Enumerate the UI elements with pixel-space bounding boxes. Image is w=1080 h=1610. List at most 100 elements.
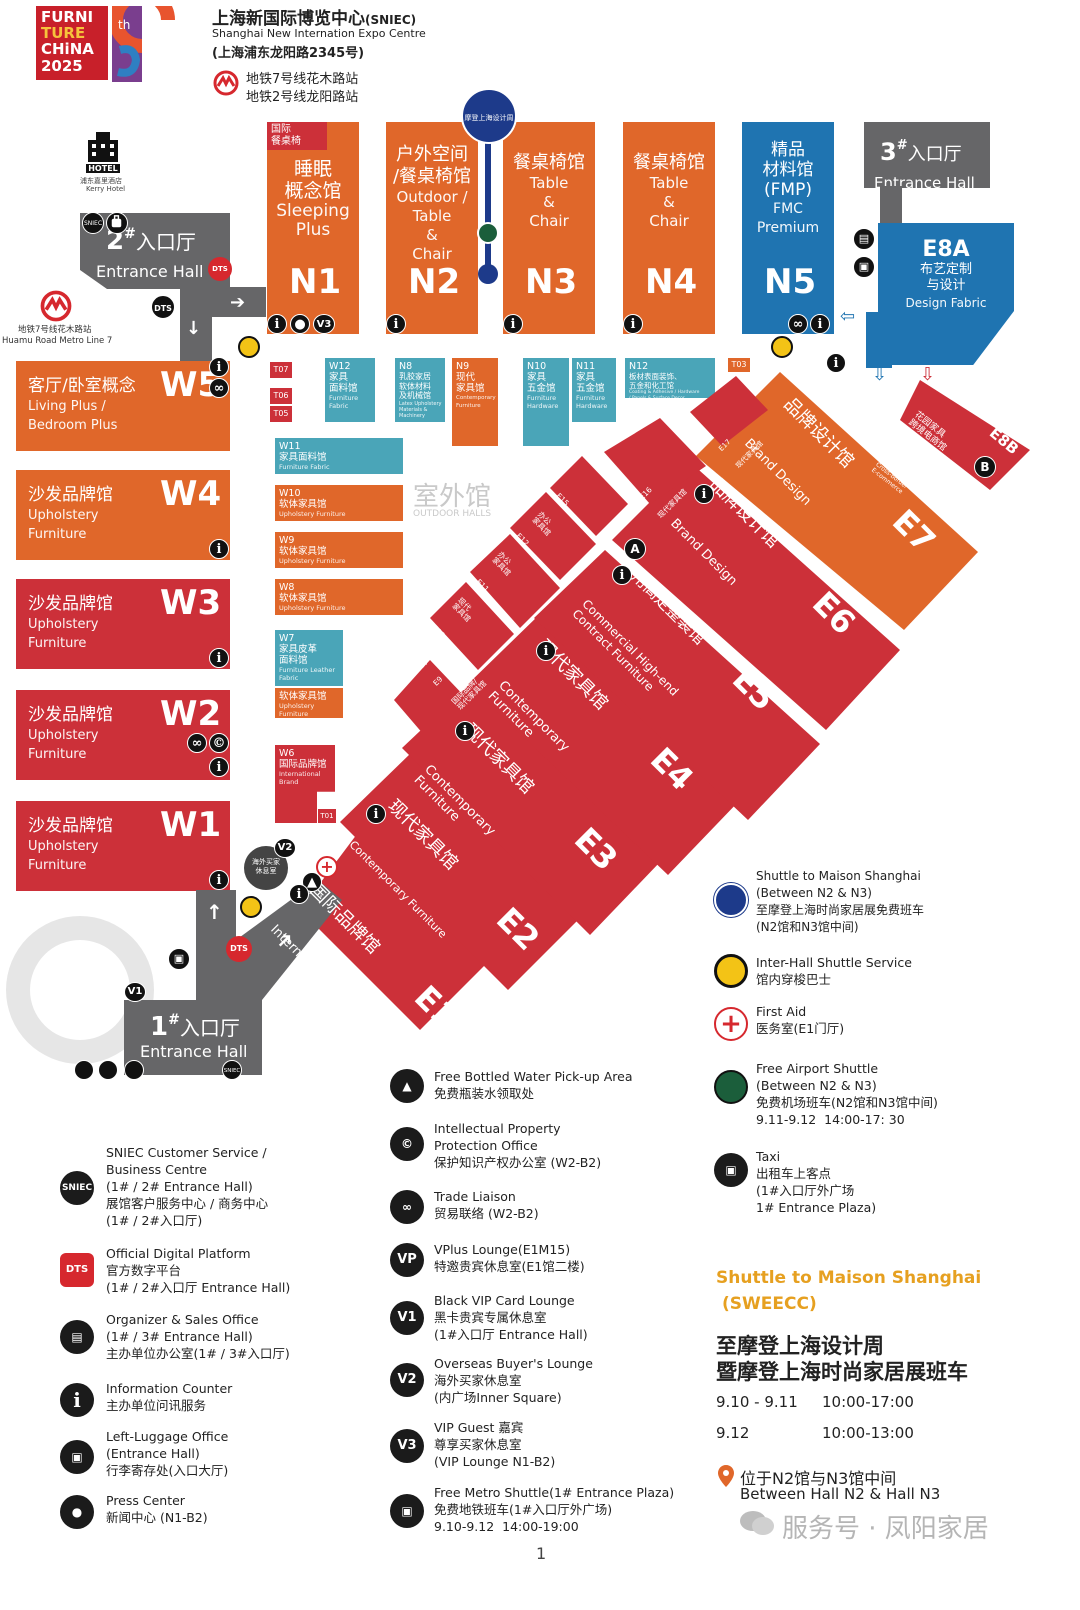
hall-n12[interactable]: N12 板材表面装饰、 五金和化工馆 Coating & Adhesive / … [625, 358, 715, 398]
hall-w2[interactable]: 沙发品牌馆 Upholstery Furniture W2 [16, 690, 230, 780]
hall-e10-shape[interactable] [430, 582, 514, 670]
hall-e8b-shape[interactable] [900, 380, 1030, 490]
hall-e2-shape[interactable] [340, 752, 580, 990]
hall-e4-en: Contemporary Furniture [484, 678, 573, 755]
hall-w7[interactable]: W7 家具皮革 面料馆 Furniture Leather Fabric [275, 630, 343, 686]
e8a-connector [866, 312, 892, 368]
info-icon[interactable]: i [209, 870, 229, 890]
entrance-1-sniec-badge[interactable]: SNIEC [222, 1060, 242, 1080]
info-icon[interactable]: i [386, 314, 406, 334]
hall-w9[interactable]: W9 软体家具馆 Upholstery Furniture [275, 532, 403, 568]
luggage-icon[interactable]: ▣ [853, 256, 875, 278]
entrance-hall-3[interactable] [864, 122, 990, 188]
hall-n1[interactable]: 国际 餐桌椅 睡眠 概念馆 Sleeping Plus N1 [267, 122, 359, 334]
entrance-hall-1-shape[interactable] [124, 1000, 262, 1075]
shuttle-bus-icon[interactable] [240, 896, 262, 918]
hall-e4-shape[interactable] [468, 614, 740, 875]
hall-n11[interactable]: N11 家具 五金馆 Furniture Hardware [572, 358, 616, 422]
legend-v3-icon: V3 [390, 1429, 424, 1463]
hall-n4[interactable]: 餐桌椅馆 Table & Chair N4 [623, 122, 715, 334]
hall-n10[interactable]: N10 家具 五金馆 Furniture Hardware [523, 358, 569, 446]
legend-v1-icon: V1 [390, 1301, 424, 1335]
left-metro-icon [40, 290, 72, 322]
hall-e6-shape[interactable] [612, 462, 900, 730]
hall-w5[interactable]: 客厅/卧室概念 Living Plus / Bedroom Plus W5 [16, 361, 230, 451]
hall-n9-code: N9 [456, 361, 470, 372]
shuttle-bus-icon[interactable] [238, 336, 260, 358]
legend-luggage-text: Left-Luggage Office (Entrance Hall) 行李寄存… [106, 1429, 229, 1478]
hall-w12[interactable]: W12 家具 面料馆 Furniture Fabric [325, 358, 375, 422]
marker-a[interactable]: A [624, 538, 646, 560]
hall-e5-shape[interactable] [534, 550, 820, 820]
info-icon[interactable]: i [209, 357, 229, 377]
v3-marker[interactable]: V3 [313, 314, 335, 334]
shuttle-bus-icon[interactable] [771, 336, 793, 358]
handshake-icon[interactable]: ∞ [209, 378, 229, 398]
organizer-marker-icon[interactable] [124, 1060, 144, 1080]
info-icon[interactable]: i [267, 314, 287, 334]
handshake-icon[interactable]: ∞ [187, 733, 207, 753]
hall-e15-code: E15 [554, 491, 571, 508]
hall-n9[interactable]: N9 现代 家具馆 Contemporary Furniture [452, 358, 498, 446]
metro-shuttle-marker-icon[interactable] [74, 1060, 94, 1080]
hall-e11-shape[interactable] [470, 534, 560, 628]
left-metro-en: Huamu Road Metro Line 7 [2, 336, 113, 346]
entrance-hall-2[interactable] [80, 213, 230, 289]
hall-e9-shape[interactable] [394, 660, 468, 742]
handshake-icon[interactable]: ∞ [788, 314, 808, 334]
info-icon[interactable]: i [289, 884, 309, 904]
taxi-marker-icon[interactable] [98, 1060, 118, 1080]
ip-office-icon[interactable]: © [209, 733, 229, 753]
hall-n8[interactable]: N8 乳胶家居 软体材料 及机械馆 Latex Upholstery Mater… [395, 358, 445, 422]
v1-marker[interactable]: V1 [124, 982, 146, 1002]
info-icon[interactable]: i [694, 484, 714, 504]
hall-w12-code: W12 [329, 361, 351, 372]
v2-marker[interactable]: V2 [274, 838, 296, 858]
legend-dts-text: Official Digital Platform 官方数字平台 (1# / 2… [106, 1246, 291, 1295]
info-icon[interactable]: i [810, 314, 830, 334]
hall-n5[interactable]: 精品 材料馆 (FMP) FMC Premium N5 [742, 122, 834, 334]
hall-n3[interactable]: 餐桌椅馆 Table & Chair N3 [503, 122, 595, 334]
hall-e3-shape[interactable] [402, 680, 660, 935]
info-icon[interactable]: i [455, 721, 475, 741]
hall-e12-shape[interactable] [510, 492, 596, 580]
info-icon[interactable]: i [826, 353, 846, 373]
legend-press-icon: ● [60, 1495, 94, 1529]
hall-w11-code: W11 [279, 441, 301, 452]
legend-organizer-text: Organizer & Sales Office (1# / 3# Entran… [106, 1312, 290, 1361]
info-icon[interactable]: i [209, 539, 229, 559]
legend-v2-icon: V2 [390, 1363, 424, 1397]
hall-w3[interactable]: 沙发品牌馆 Upholstery Furniture W3 [16, 579, 230, 669]
entrance-1-luggage-icon[interactable]: ▣ [168, 948, 190, 970]
info-icon[interactable]: i [612, 565, 632, 585]
hall-w10[interactable]: W10 软体家具馆 Upholstery Furniture [275, 485, 403, 521]
hall-n2[interactable]: 户外空间 /餐桌椅馆 Outdoor / Table & Chair N2 [386, 122, 478, 334]
info-icon[interactable]: i [366, 804, 386, 824]
hall-w11[interactable]: W11 家具面料馆 Furniture Fabric [275, 438, 403, 474]
first-aid-marker-icon[interactable]: + [316, 856, 338, 878]
hall-w6[interactable]: W6 国际品牌馆 International Brand [275, 745, 335, 823]
dts-marker-1[interactable]: DTS [226, 936, 252, 962]
hall-e16-shape[interactable] [604, 418, 706, 504]
hall-w7-upholstery[interactable]: 软体家具馆 Upholstery Furniture [275, 688, 343, 718]
hall-e17-cn: 现代家具馆 [734, 439, 765, 470]
hall-n5-cn: 精品 材料馆 (FMP) [762, 140, 814, 200]
legend-info-text: Information Counter 主办单位问讯服务 [106, 1381, 233, 1413]
hall-e15-shape[interactable] [550, 456, 628, 536]
hall-e17-shape[interactable] [690, 376, 768, 446]
hall-e7-shape[interactable] [696, 372, 978, 630]
hall-w8[interactable]: W8 软体家具馆 Upholstery Furniture [275, 579, 403, 615]
organizer-office-icon[interactable]: ▤ [853, 228, 875, 250]
press-center-icon[interactable]: ● [290, 314, 310, 334]
info-icon[interactable]: i [503, 314, 523, 334]
info-icon[interactable]: i [536, 641, 556, 661]
hall-e1-shape[interactable] [300, 830, 490, 1030]
hall-w4[interactable]: 沙发品牌馆 Upholstery Furniture W4 [16, 470, 230, 560]
metro-logo-icon [213, 70, 239, 96]
hall-w1[interactable]: 沙发品牌馆 Upholstery Furniture W1 [16, 801, 230, 891]
hall-w8-en: Upholstery Furniture [279, 604, 346, 612]
info-icon[interactable]: i [209, 648, 229, 668]
info-icon[interactable]: i [209, 757, 229, 777]
marker-b[interactable]: B [974, 456, 996, 478]
info-icon[interactable]: i [623, 314, 643, 334]
